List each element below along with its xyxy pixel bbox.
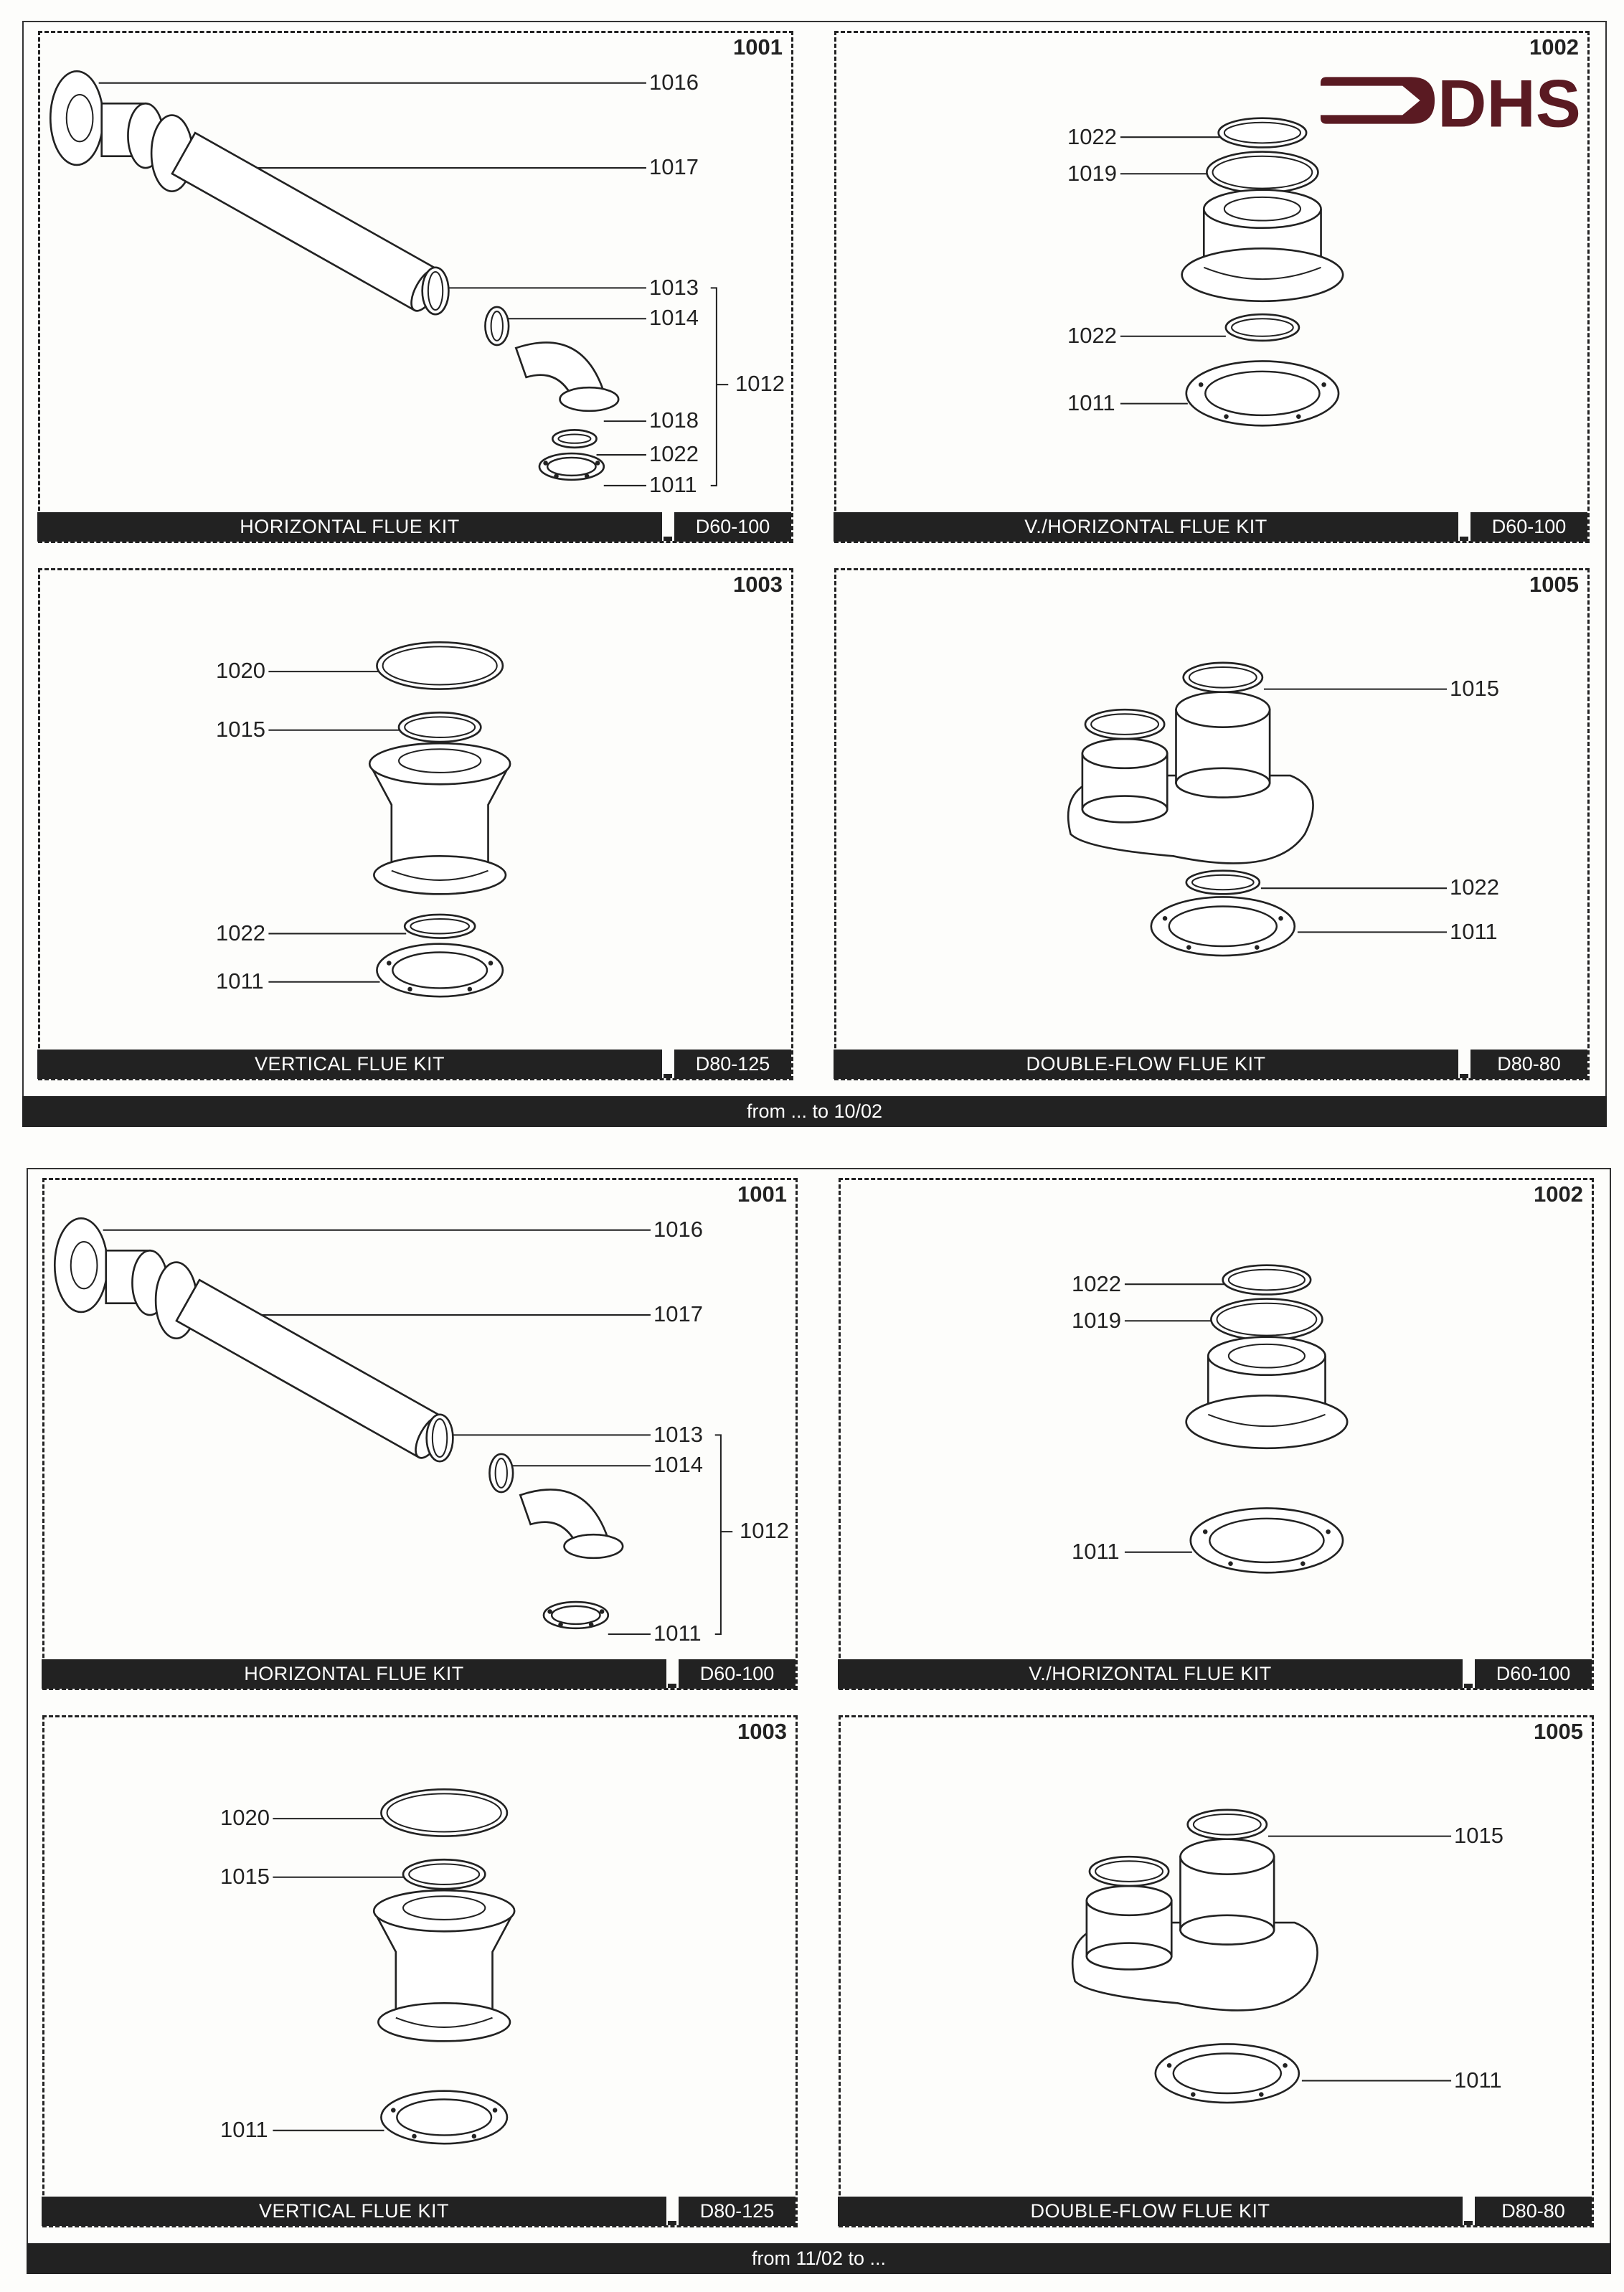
kit-title-bar: V./HORIZONTAL FLUE KIT [838, 1659, 1463, 1689]
divider [664, 537, 672, 541]
exploded-parts-drawing [273, 1788, 516, 2145]
part-number-label: 1014 [649, 305, 699, 330]
kit-number: 1005 [1534, 1719, 1583, 1744]
validity-period-bar: from 11/02 to ... [27, 2243, 1611, 2274]
kit-title-bar: V./HORIZONTAL FLUE KIT [834, 512, 1458, 542]
kit-number: 1003 [737, 1719, 787, 1744]
kit-title-bar: HORIZONTAL FLUE KIT [37, 512, 662, 542]
part-number-label: 1011 [220, 2117, 268, 2142]
exploded-parts-drawing [49, 70, 729, 486]
divider [664, 1074, 672, 1078]
kit-size-code: D80-80 [1475, 2197, 1592, 2226]
kit-title-bar: DOUBLE-FLOW FLUE KIT [834, 1050, 1458, 1079]
kit-size-code: D60-100 [1475, 1659, 1592, 1689]
kit-number: 1003 [733, 572, 783, 597]
part-number-label: 1022 [1072, 1271, 1121, 1296]
part-number-label: 1020 [220, 1805, 270, 1830]
kit-title-bar: VERTICAL FLUE KIT [37, 1050, 662, 1079]
kit-number: 1001 [737, 1182, 787, 1207]
part-number-label: 1015 [1454, 1823, 1503, 1848]
kit-size-code: D60-100 [674, 512, 791, 542]
kit-number: 1001 [733, 34, 783, 60]
part-number-label: 1011 [1450, 919, 1498, 944]
kit-size-code: D80-125 [674, 1050, 791, 1079]
part-number-label: 1020 [216, 658, 265, 683]
dhs-logo: DHS [1321, 65, 1584, 136]
kit-size-code: D60-100 [679, 1659, 796, 1689]
part-number-label: 1015 [1450, 676, 1499, 701]
part-number-label: 1022 [1067, 323, 1117, 348]
part-number-label: 1022 [216, 920, 265, 945]
exploded-parts-drawing [53, 1217, 733, 1635]
divider [1460, 1074, 1468, 1078]
part-number-label: 1019 [1067, 161, 1117, 186]
part-number-label: 1015 [216, 717, 265, 742]
part-number-label: 1022 [1450, 874, 1499, 900]
part-number-label: 1018 [649, 407, 699, 433]
part-number-label: 1013 [649, 275, 699, 300]
part-number-label: 1022 [649, 441, 699, 466]
kit-title-bar: DOUBLE-FLOW FLUE KIT [838, 2197, 1463, 2226]
divider [1460, 537, 1468, 541]
part-number-label: 1011 [216, 968, 264, 994]
exploded-parts-drawing [1120, 117, 1344, 427]
part-number-label: 1016 [649, 70, 699, 95]
divider [1464, 1684, 1473, 1688]
part-number-label: 1015 [220, 1864, 270, 1889]
kit-size-code: D80-125 [679, 2197, 796, 2226]
exploded-parts-drawing [268, 641, 511, 998]
exploded-parts-drawing [1067, 661, 1448, 957]
part-number-label: 1011 [649, 472, 697, 497]
validity-period-bar: from ... to 10/02 [22, 1096, 1607, 1127]
part-number-label: 1011 [1454, 2067, 1502, 2093]
kit-number: 1002 [1534, 1182, 1583, 1207]
kit-size-code: D80-80 [1470, 1050, 1587, 1079]
part-number-label: 1017 [653, 1301, 703, 1326]
part-number-label: 1011 [1067, 390, 1115, 415]
part-number-label: 1011 [653, 1621, 702, 1646]
part-number-label: 1019 [1072, 1308, 1121, 1333]
divider [668, 2221, 676, 2225]
divider [668, 1684, 676, 1688]
part-number-label: 1012 [740, 1518, 789, 1543]
kit-number: 1005 [1529, 572, 1579, 597]
kit-size-code: D60-100 [1470, 512, 1587, 542]
kit-title-bar: HORIZONTAL FLUE KIT [42, 1659, 666, 1689]
divider [1464, 2221, 1473, 2225]
exploded-parts-drawing [1071, 1808, 1452, 2104]
part-number-label: 1011 [1072, 1539, 1120, 1564]
part-number-label: 1012 [735, 371, 785, 396]
part-number-label: 1013 [653, 1422, 703, 1447]
part-number-label: 1022 [1067, 124, 1117, 149]
svg-text:DHS: DHS [1437, 66, 1581, 136]
exploded-parts-drawing [1124, 1264, 1349, 1574]
kit-number: 1002 [1529, 34, 1579, 60]
kit-title-bar: VERTICAL FLUE KIT [42, 2197, 666, 2226]
part-number-label: 1016 [653, 1217, 703, 1242]
part-number-label: 1014 [653, 1452, 703, 1477]
part-number-label: 1017 [649, 154, 699, 179]
